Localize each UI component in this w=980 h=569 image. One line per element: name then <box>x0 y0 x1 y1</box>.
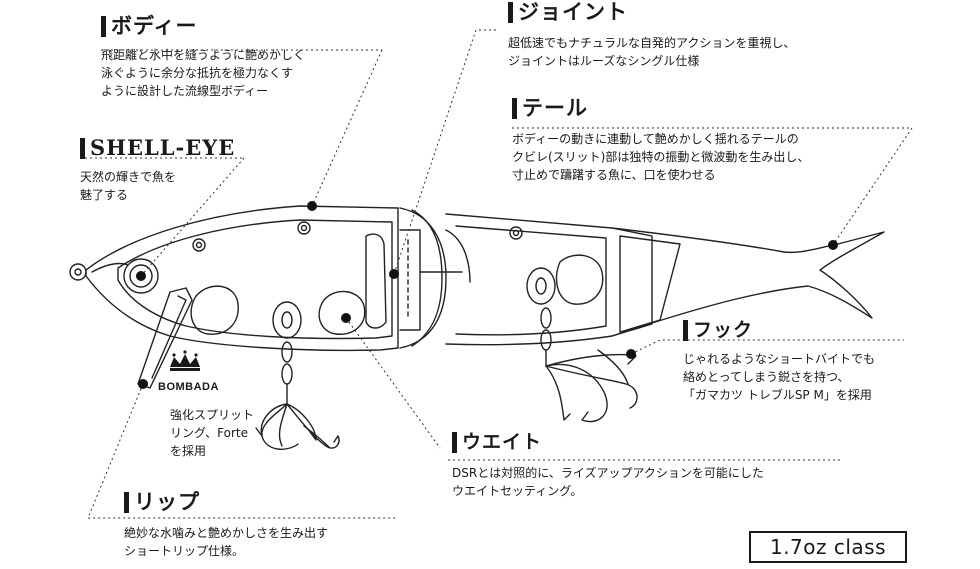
bombada-brand-name: BOMBADA <box>158 381 219 393</box>
leader-shell-eye <box>140 157 245 277</box>
callout-hook-desc: じゃれるようなショートバイトでも 絡めとってしまう鋭さを持つ、 「ガマカツ トレ… <box>683 352 876 402</box>
class-badge: 1.7oz class <box>749 531 907 563</box>
front-body-outline <box>85 205 399 352</box>
leader-body <box>311 49 383 207</box>
callout-lip-desc: 絶妙な水噛みと艶めかしさを生み出す ショートリップ仕様。 <box>124 526 329 558</box>
callout-split-ring: 強化スプリット リング、Forte を採用 <box>170 406 254 460</box>
callout-lip: リップ 絶妙な水噛みと艶めかしさを生み出す ショートリップ仕様。 <box>124 490 328 560</box>
joint <box>399 207 447 349</box>
rear-body-outline <box>445 213 653 346</box>
callout-split-ring-desc: 強化スプリット リング、Forte を採用 <box>170 408 255 458</box>
lip <box>137 287 193 389</box>
callout-hook-title: フック <box>683 318 875 342</box>
callout-hook: フック じゃれるようなショートバイトでも 絡めとってしまう鋭さを持つ、 「ガマカ… <box>683 318 875 404</box>
callout-shell-eye-title: SHELL-EYE <box>80 136 235 160</box>
tail-outline <box>611 227 885 337</box>
callout-joint-title: ジョイント <box>508 0 795 24</box>
leader-lip <box>87 383 398 519</box>
callout-joint-desc: 超低速でもナチュラルな自発的アクションを重視し、 ジョイントはルーズなシングル仕… <box>508 36 796 68</box>
callout-tail-desc: ボディーの動きに連動して艶めかしく揺れるテールの クビレ(スリット)部は独特の振… <box>512 132 810 182</box>
leader-joint <box>393 29 496 275</box>
callout-shell-eye: SHELL-EYE 天然の輝きで魚を 魅了する <box>80 136 235 204</box>
callout-joint: ジョイント 超低速でもナチュラルな自発的アクションを重視し、 ジョイントはルーズ… <box>508 0 795 70</box>
callout-tail: テール ボディーの動きに連動して艶めかしく揺れるテールの クビレ(スリット)部は… <box>512 96 809 184</box>
callout-shell-eye-desc: 天然の輝きで魚を 魅了する <box>80 170 177 202</box>
leader-hook <box>630 339 904 355</box>
callout-body-title: ボディー <box>101 14 305 38</box>
treble-hook-icon <box>255 341 340 450</box>
callout-weight: ウエイト DSRとは対照的に、ライズアップアクションを可能にした ウエイトセッテ… <box>452 430 764 500</box>
line-tie-ring <box>69 263 87 281</box>
leader-weight <box>345 317 441 449</box>
callout-lip-title: リップ <box>124 490 328 514</box>
callout-weight-title: ウエイト <box>452 430 764 454</box>
leader-tail <box>512 127 913 246</box>
bombada-crown-logo <box>170 350 200 371</box>
treble-hook-icon <box>540 307 638 423</box>
callout-body: ボディー 飛距離と水中を縫うように艶めかしく 泳ぐように余分な抵抗を極力なくす … <box>101 14 305 100</box>
callout-tail-title: テール <box>512 96 809 120</box>
callout-weight-desc: DSRとは対照的に、ライズアップアクションを可能にした ウエイトセッティング。 <box>452 466 764 498</box>
callout-body-desc: 飛距離と水中を縫うように艶めかしく 泳ぐように余分な抵抗を極力なくす ように設計… <box>101 48 306 98</box>
